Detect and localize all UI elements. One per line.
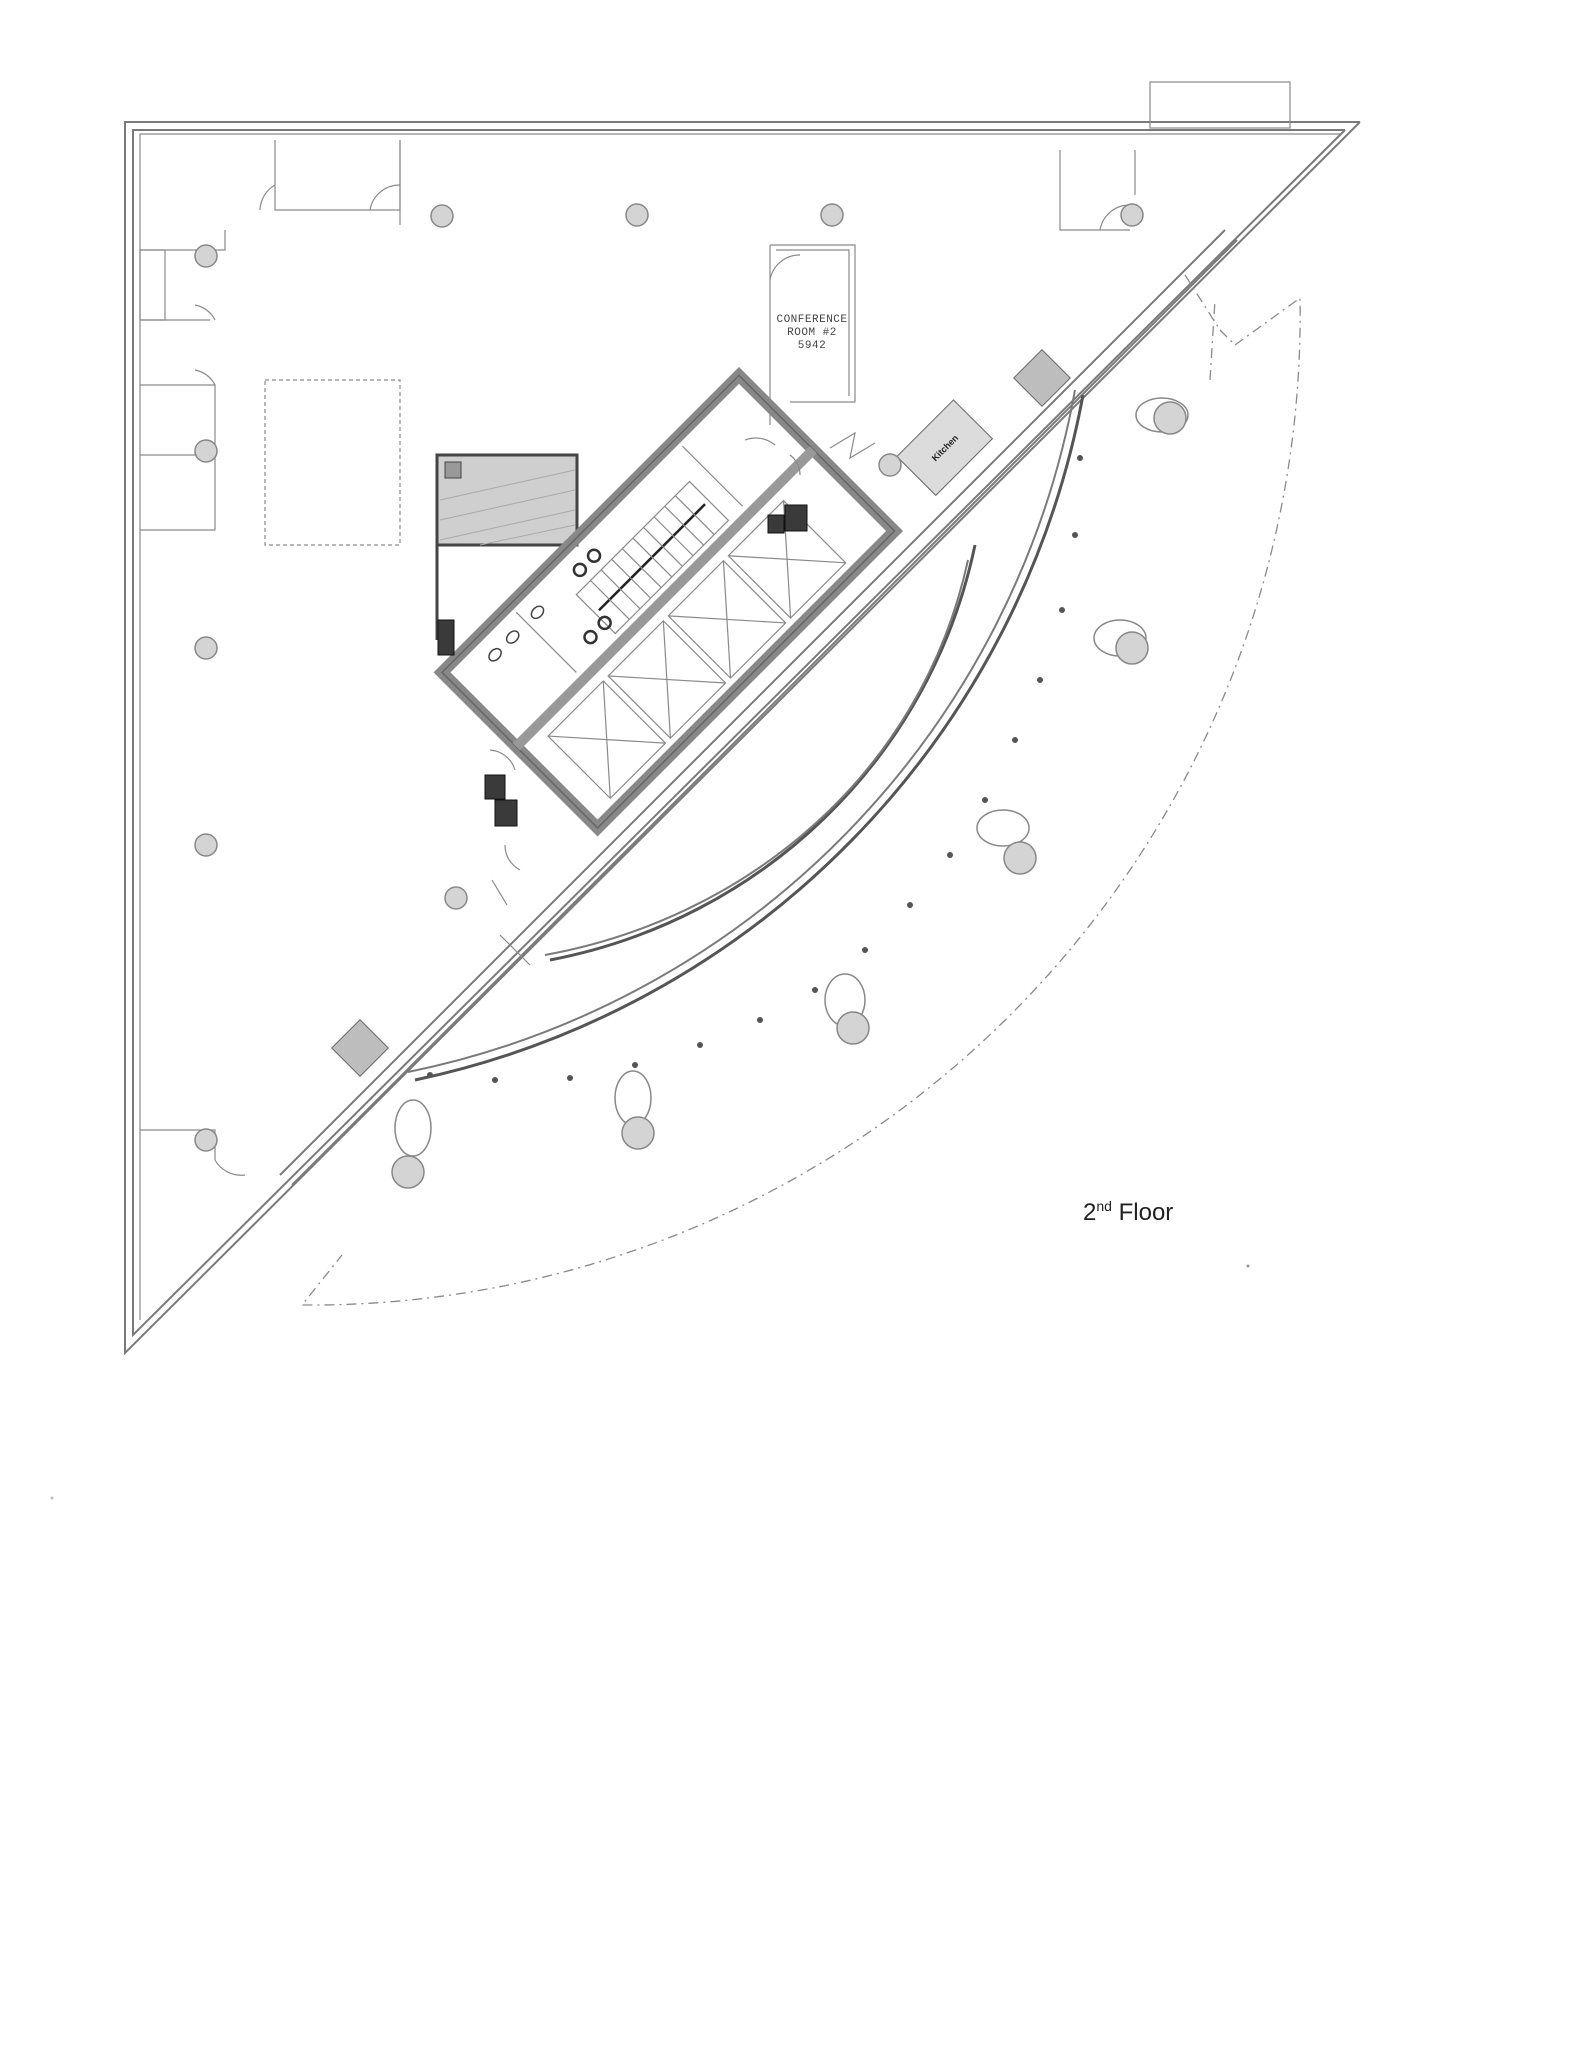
open-room-outline <box>264 379 401 546</box>
atrium-columns <box>391 397 1189 1189</box>
storage-room <box>435 453 579 640</box>
stairwell <box>575 480 730 635</box>
elevator-bank <box>547 499 847 800</box>
conference-room-label-line3: 5942 <box>798 340 826 352</box>
facade-blocks <box>331 349 1071 1077</box>
service-core <box>433 366 904 837</box>
conference-room: CONFERENCE ROOM #2 5942 <box>769 244 856 425</box>
core-curve-edge <box>544 559 969 956</box>
scan-mark <box>50 1496 54 1500</box>
exterior-walls <box>124 81 1361 1356</box>
core-doors <box>489 431 876 966</box>
conference-room-label-line1: CONFERENCE <box>776 314 847 326</box>
railing-posts <box>427 455 1083 1083</box>
terrace-outline <box>300 274 1301 1306</box>
conference-room-label-line2: ROOM #2 <box>787 327 837 339</box>
floor-label: 2nd Floor <box>1083 1198 1173 1227</box>
perimeter-offices <box>139 140 1136 1176</box>
kitchen: Kitchen <box>896 399 994 497</box>
floor-ordinal-suffix: nd <box>1096 1198 1112 1214</box>
floor-word: Floor <box>1118 1199 1174 1226</box>
atrium-curves <box>407 389 1085 1082</box>
structural-columns <box>194 203 1144 1152</box>
restroom-fixtures <box>488 445 743 673</box>
floor-number: 2 <box>1083 1199 1097 1226</box>
scan-mark <box>1246 1264 1250 1268</box>
diagonal-facade <box>279 229 1238 1186</box>
equipment-blocks <box>437 504 808 827</box>
